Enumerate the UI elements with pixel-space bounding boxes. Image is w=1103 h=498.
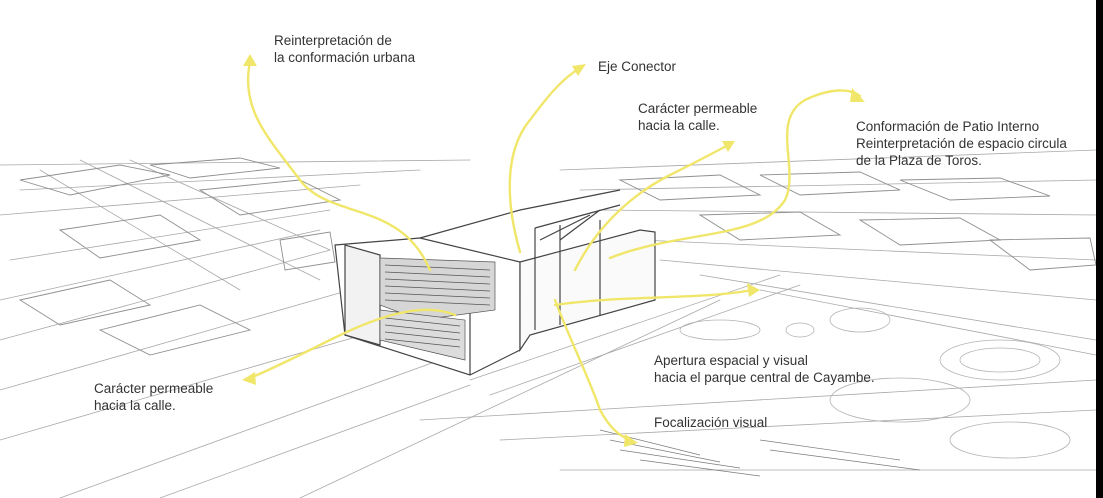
hatched-facade <box>379 257 496 361</box>
arrow-permeable-top <box>573 143 730 272</box>
yellow-arrows <box>246 60 862 442</box>
annotation-permeable-top-line1: Carácter permeable <box>638 101 758 116</box>
annotation-apertura: Apertura espacial y visual hacia el parq… <box>654 352 875 386</box>
arrowhead-permeable-top <box>722 141 735 152</box>
annotation-apertura-line1: Apertura espacial y visual <box>654 353 808 368</box>
annotation-permeable-top-line2: hacia la calle. <box>638 118 720 133</box>
park-circles <box>679 307 1071 459</box>
annotation-permeable-top: Carácter permeable hacia la calle. <box>638 100 757 134</box>
arrowhead-urbana <box>243 54 257 66</box>
annotation-urbana-line1: Reinterpretación de <box>274 33 392 48</box>
annotation-patio: Conformación de Patio Interno Reinterpre… <box>856 118 1067 169</box>
arrow-patio <box>608 89 862 260</box>
annotation-eje-line1: Eje Conector <box>598 59 677 74</box>
arrow-permeable-left <box>248 308 457 380</box>
arrow-heads <box>242 54 865 447</box>
arrowhead-apertura <box>747 283 760 297</box>
annotation-focal-line1: Focalización visual <box>654 415 768 430</box>
annotation-permeable-left-line2: hacia la calle. <box>94 398 176 413</box>
annotation-focal: Focalización visual <box>654 414 767 431</box>
arrow-focal <box>553 298 632 442</box>
arrowhead-focal <box>624 434 638 447</box>
annotation-patio-line1: Conformación de Patio Interno <box>856 119 1040 134</box>
city-blocks <box>18 157 1097 356</box>
arrowhead-patio <box>850 88 865 102</box>
perspective-lines <box>0 149 1097 498</box>
arrow-urbana <box>246 60 432 272</box>
ground-hatching <box>599 429 921 477</box>
annotation-permeable-left-line1: Carácter permeable <box>94 381 214 396</box>
annotation-apertura-line2: hacia el parque central de Cayambe. <box>654 370 875 385</box>
annotation-patio-line3: de la Plaza de Toros. <box>856 153 982 168</box>
right-frame-border <box>1096 0 1103 498</box>
annotation-patio-line2: Reinterpretación de espacio circula <box>856 136 1067 151</box>
annotation-eje: Eje Conector <box>598 58 676 75</box>
annotation-urbana: Reinterpretación de la conformación urba… <box>274 32 415 66</box>
arrow-apertura <box>553 288 754 307</box>
arrowhead-eje <box>572 64 586 76</box>
arrowhead-permeable-left <box>242 372 256 385</box>
annotation-permeable-left: Carácter permeable hacia la calle. <box>94 380 213 414</box>
annotation-urbana-line2: la conformación urbana <box>274 50 416 65</box>
arrow-eje <box>508 66 582 254</box>
